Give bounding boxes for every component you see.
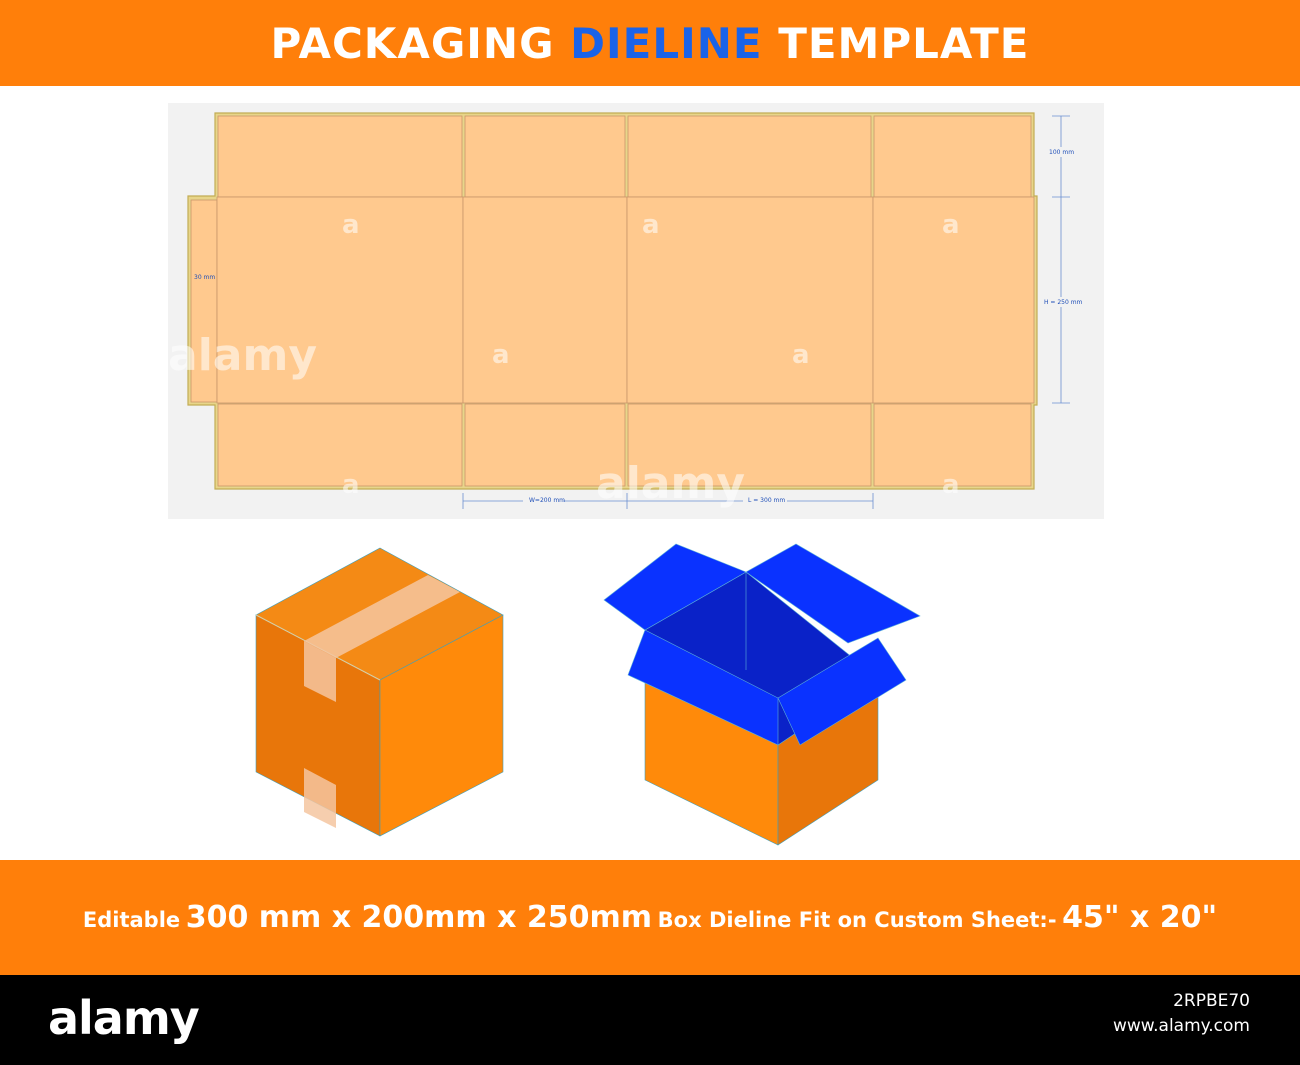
glue-flap [190, 199, 218, 403]
watermark-glyph-4: a [492, 340, 510, 370]
site-url: www.alamy.com [1112, 1016, 1250, 1036]
caption-fit: Box Dieline Fit on Custom Sheet:- [657, 908, 1057, 932]
caption-banner: Editable 300 mm x 200mm x 250mm Box Diel… [0, 860, 1300, 975]
flap-front-right [777, 637, 907, 746]
dieline-panels [190, 115, 1035, 487]
closed-box [255, 547, 504, 837]
tape-left-upper [304, 641, 336, 702]
top-banner: PACKAGING DIELINE TEMPLATE [0, 0, 1300, 86]
side-panel-4 [872, 196, 1035, 404]
top-flap-1 [217, 115, 463, 198]
caption-line: Editable 300 mm x 200mm x 250mm Box Diel… [83, 900, 1217, 935]
title-accent: DIELINE [570, 18, 763, 68]
dim-length-label: L = 300 mm [748, 497, 785, 504]
box-3d-svg [255, 543, 921, 846]
watermark-glyph-3: a [942, 210, 960, 240]
watermark-glyph-7: a [942, 470, 960, 500]
dim-glue-label: 30 mm [194, 274, 215, 281]
tape-top [304, 575, 460, 658]
image-id: 2RPBE70 [1173, 991, 1250, 1011]
bottom-flap-1 [217, 403, 463, 487]
caption-dimensions: 300 mm x 200mm x 250mm [185, 900, 653, 935]
caption-editable: Editable [82, 908, 181, 932]
dieline-diagram: 100 mm H = 250 mm 30 mm W=200 mm L = 300… [168, 103, 1104, 519]
tape-left-lower [304, 768, 336, 828]
footer-bar: alamy 2RPBE70 www.alamy.com [0, 975, 1300, 1065]
bottom-flap-2 [464, 403, 626, 487]
page-title: PACKAGING DIELINE TEMPLATE [271, 19, 1030, 68]
top-flap-2 [464, 115, 626, 198]
watermark-center: alamy [596, 458, 745, 509]
flap-back-right [745, 543, 921, 644]
dim-flap-label: 100 mm [1049, 149, 1074, 156]
closed-box-right [379, 614, 504, 837]
alamy-logo: alamy [48, 991, 200, 1045]
title-part-1: PACKAGING [270, 18, 555, 68]
bottom-flap-3 [627, 403, 872, 487]
watermark-glyph-5: a [792, 340, 810, 370]
watermark-glyph-6: a [342, 470, 360, 500]
dim-height-label: H = 250 mm [1044, 299, 1083, 306]
title-part-3: TEMPLATE [778, 18, 1030, 68]
side-panel-2 [462, 196, 628, 404]
watermark-glyph-1: a [342, 210, 360, 240]
bottom-flap-4 [873, 403, 1032, 487]
watermark-glyph-2: a [642, 210, 660, 240]
flap-front-left [627, 629, 779, 746]
box-illustrations [0, 530, 1300, 860]
side-panel-1 [216, 196, 464, 404]
side-panel-3 [626, 196, 874, 404]
top-flap-4 [873, 115, 1032, 198]
open-box [603, 543, 921, 846]
top-flap-3 [627, 115, 872, 198]
caption-sheet-size: 45" x 20" [1062, 900, 1218, 935]
watermark-left: alamy [168, 330, 317, 381]
dim-width-label: W=200 mm [529, 497, 565, 504]
footer-id-block: 2RPBE70 www.alamy.com [1113, 989, 1250, 1039]
dimension-labels: 100 mm H = 250 mm 30 mm W=200 mm L = 300… [194, 147, 1083, 505]
dieline-svg: 100 mm H = 250 mm 30 mm W=200 mm L = 300… [187, 112, 1083, 509]
